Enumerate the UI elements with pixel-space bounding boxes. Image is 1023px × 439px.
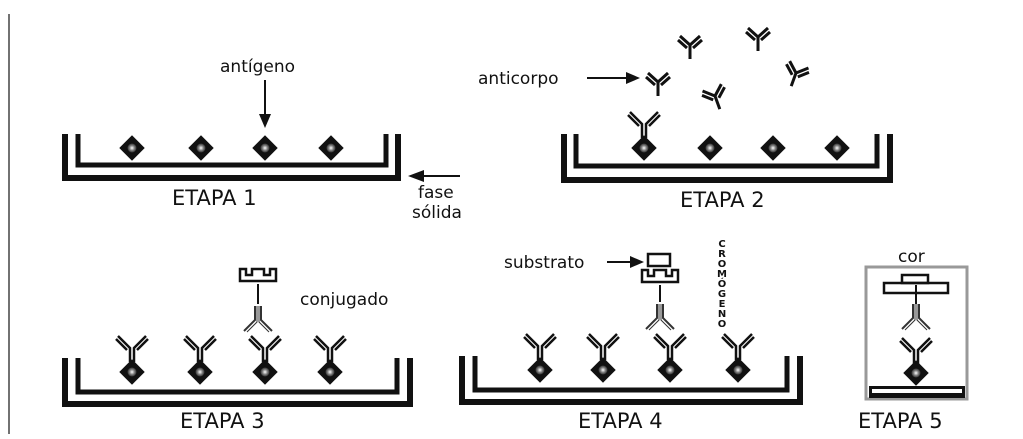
antibody-icon: [744, 26, 772, 53]
antibody-icon: [644, 71, 672, 98]
antigen-icon: [527, 357, 553, 383]
antigen-icon: [697, 135, 723, 161]
bound-antibody-icon: [312, 334, 348, 364]
stage-5: cor ETAPA 5: [858, 247, 969, 433]
solida-label: sólida: [412, 203, 462, 223]
stage-2: anticorpo ETAPA 2: [478, 26, 893, 212]
bound-antibody-icon: [247, 334, 283, 364]
antigen-icon: [760, 135, 786, 161]
substrate-label: substrato: [504, 253, 584, 273]
antigen-icon: [631, 135, 657, 161]
stage-1: antígeno fase sólida ETAPA 1: [62, 57, 462, 223]
stage-5-label: ETAPA 5: [858, 409, 943, 433]
stage-3: conjugado ETAPA 3: [62, 267, 413, 433]
stage-4-label: ETAPA 4: [578, 409, 663, 433]
antigen-icon: [119, 135, 145, 161]
antigen-icon: [188, 135, 214, 161]
bound-antibody-icon: [114, 334, 150, 364]
bound-antibody-icon: [585, 332, 621, 362]
bound-antibody-icon: [182, 334, 218, 364]
color-label: cor: [898, 247, 925, 267]
bound-antibody-icon: [522, 332, 558, 362]
well-3: [62, 358, 413, 407]
bound-antibody-icon: [898, 336, 934, 366]
antigen-icon: [903, 360, 929, 386]
antigen-icon: [119, 359, 145, 385]
antigen-icon: [590, 357, 616, 383]
antigen-icon: [187, 359, 213, 385]
well-4: [459, 356, 803, 405]
antigen-icon: [657, 357, 683, 383]
conjugate-label: conjugado: [300, 290, 388, 310]
cromogeno-label: CROMÓGENO: [716, 239, 727, 329]
conjugate-antibody-icon: [901, 303, 931, 331]
antibody-icon: [699, 81, 733, 115]
antigen-icon: [317, 359, 343, 385]
color-frame: [864, 265, 969, 401]
antigen-icon: [318, 135, 344, 161]
stage-2-label: ETAPA 2: [680, 188, 765, 212]
well-2: [561, 134, 893, 183]
bound-antibody-icon: [720, 332, 756, 362]
substrate-icon: [646, 252, 672, 268]
stage-4: substrato CROMÓGENO ETAPA 4: [459, 239, 803, 433]
well-1: [62, 134, 401, 181]
conjugate-antibody-icon: [645, 303, 675, 331]
bound-antibody-icon: [626, 110, 662, 140]
enzyme-icon: [238, 267, 278, 283]
antibody-icon: [778, 58, 812, 92]
conjugate-antibody-icon: [243, 305, 273, 333]
stage-3-label: ETAPA 3: [180, 409, 265, 433]
antibody-icon: [676, 34, 704, 61]
antigen-icon: [824, 135, 850, 161]
antigen-icon: [252, 359, 278, 385]
antigen-icon: [725, 357, 751, 383]
antibody-label: anticorpo: [478, 69, 559, 89]
antigen-icon: [252, 135, 278, 161]
enzyme-icon: [640, 268, 680, 284]
antigen-label: antígeno: [220, 57, 295, 77]
stage-1-label: ETAPA 1: [172, 186, 257, 210]
bound-antibody-icon: [652, 332, 688, 362]
fase-label: fase: [418, 183, 454, 203]
